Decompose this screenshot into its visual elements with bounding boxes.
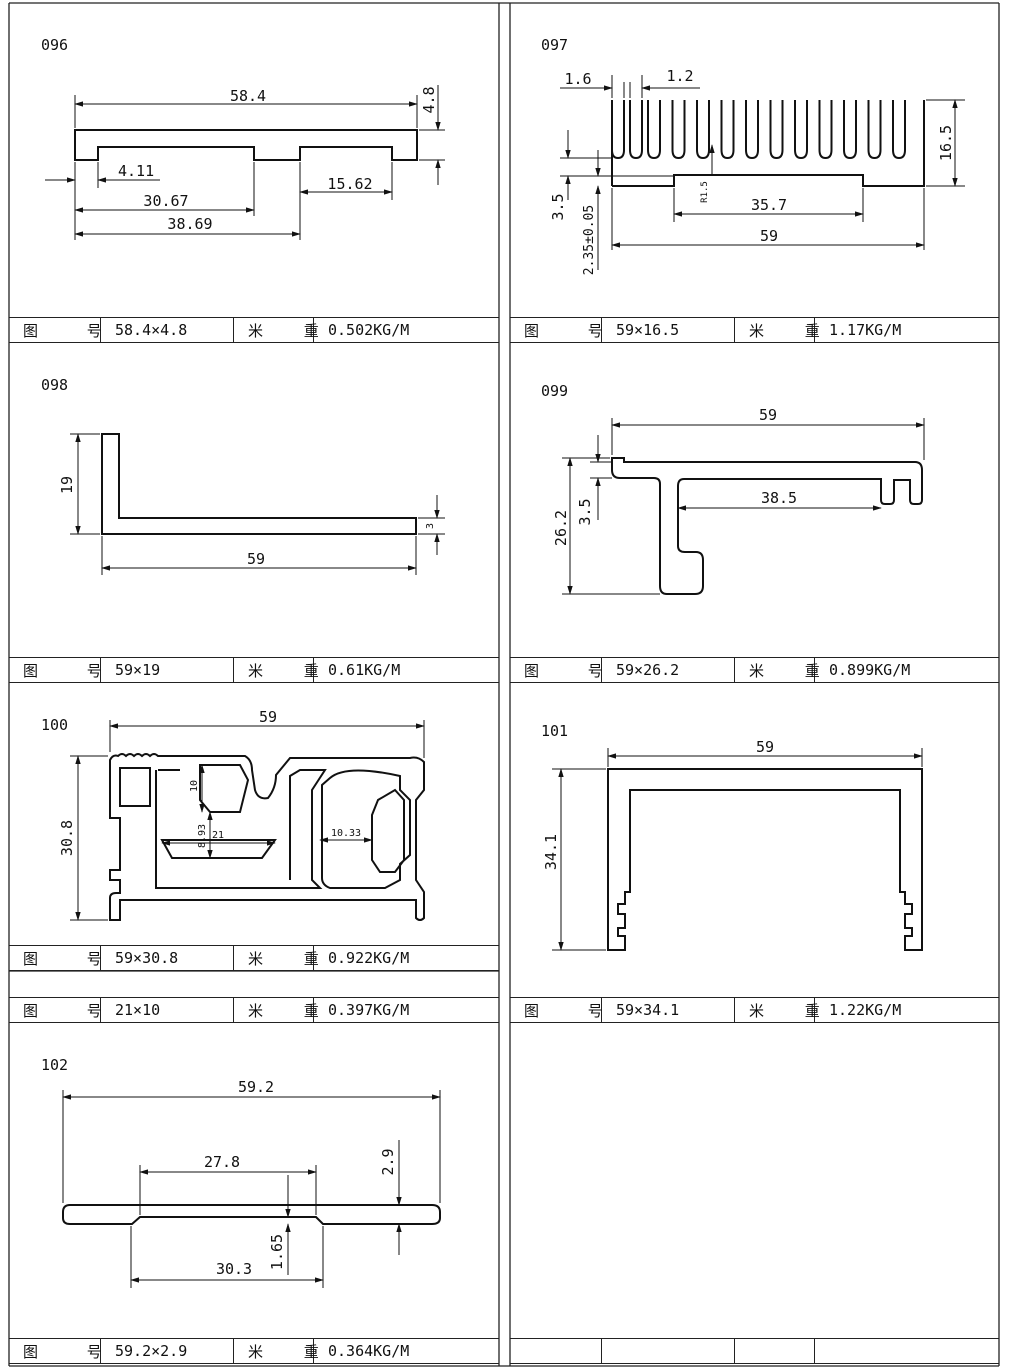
label-drawing-no: 图 号 (510, 998, 603, 1022)
size-value: 59×34.1 (602, 998, 735, 1022)
dim-100-h893: 8.93 (197, 824, 208, 848)
label-weight: 米 重 (735, 998, 820, 1022)
size-value: 58.4×4.8 (101, 318, 234, 342)
dim-096-width: 58.4 (230, 87, 266, 105)
empty-cell (602, 1339, 735, 1363)
dim-097-base: 3.5 (549, 193, 567, 220)
info-table-099: 图 号 59×26.2 米 重 0.899KG/M (510, 657, 999, 683)
dim-096-height: 4.8 (420, 86, 438, 113)
info-table-101: 图 号 59×34.1 米 重 1.22KG/M (510, 997, 999, 1023)
dim-097-radius: R1.5 (700, 181, 710, 203)
label-weight: 米 重 (234, 998, 319, 1022)
label-drawing-no: 图 号 (510, 658, 603, 682)
weight-value: 0.364KG/M (328, 1342, 410, 1360)
dim-096-c: 30.67 (143, 192, 188, 210)
dim-097-tol: 2.35±0.05 (582, 205, 597, 275)
label-drawing-no: 图 号 (510, 318, 603, 342)
label-weight: 米 重 (234, 658, 319, 682)
weight-value: 0.922KG/M (328, 949, 410, 967)
info-table-100: 图 号 59×30.8 米 重 0.922KG/M (9, 945, 499, 971)
dim-102-center: 27.8 (204, 1153, 240, 1171)
profile-100-drawing: 59 30.8 10 8.93 21 10.33 (58, 708, 425, 921)
label-weight: 米 重 (735, 658, 820, 682)
profile-number: 102 (41, 1056, 69, 1074)
size-value: 59.2×2.9 (101, 1339, 234, 1363)
dim-100-w1033: 10.33 (331, 828, 361, 839)
weight-value: 1.22KG/M (829, 1001, 902, 1019)
label-weight: 米 重 (735, 318, 820, 342)
profile-101-drawing: 59 34.1 (542, 738, 923, 951)
dim-102-bottom: 30.3 (216, 1260, 252, 1278)
dim-099-flange: 3.5 (576, 498, 594, 525)
profile-number: 100 (41, 716, 69, 734)
label-drawing-no: 图 号 (9, 658, 102, 682)
weight-value: 1.17KG/M (829, 321, 902, 339)
dim-099-height: 26.2 (552, 510, 570, 546)
dim-097-gap: 1.2 (666, 67, 693, 85)
empty-cell (735, 1339, 815, 1363)
dim-102-height: 2.9 (379, 1148, 397, 1175)
dim-101-width: 59 (756, 738, 774, 756)
dim-097-fin-thick: 1.6 (564, 70, 591, 88)
dim-101-height: 34.1 (542, 834, 560, 870)
empty-cell (510, 1339, 602, 1363)
info-table-empty (510, 1338, 999, 1364)
label-weight: 米 重 (234, 946, 319, 970)
profile-number: 098 (41, 376, 69, 394)
dim-097-height: 16.5 (937, 125, 955, 161)
weight-value: 0.397KG/M (328, 1001, 410, 1019)
dim-097-width: 59 (760, 227, 778, 245)
weight-value: 0.502KG/M (328, 321, 410, 339)
profile-number: 099 (541, 382, 569, 400)
dim-096-d: 38.69 (167, 215, 212, 233)
info-table-102: 图 号 59.2×2.9 米 重 0.364KG/M (9, 1338, 499, 1364)
dim-100-height: 30.8 (58, 820, 76, 856)
size-value: 59×26.2 (602, 658, 735, 682)
label-drawing-no: 图 号 (9, 946, 102, 970)
info-table-098: 图 号 59×19 米 重 0.61KG/M (9, 657, 499, 683)
label-weight: 米 重 (234, 1339, 319, 1363)
dim-102-width: 59.2 (238, 1078, 274, 1096)
weight-value: 0.61KG/M (328, 661, 401, 679)
dim-097-center: 35.7 (751, 196, 787, 214)
label-drawing-no: 图 号 (9, 318, 102, 342)
size-value: 59×30.8 (101, 946, 234, 970)
heatsink-fins (647, 100, 906, 160)
dim-098-height: 19 (58, 476, 76, 494)
profile-number: 097 (541, 36, 569, 54)
label-drawing-no: 图 号 (9, 998, 102, 1022)
dim-096-a: 4.11 (118, 162, 154, 180)
dim-099-width: 59 (759, 406, 777, 424)
dim-096-b: 15.62 (327, 175, 372, 193)
info-table-096: 图 号 58.4×4.8 米 重 0.502KG/M (9, 317, 499, 343)
label-weight: 米 重 (234, 318, 319, 342)
empty-cell (815, 1339, 999, 1363)
profile-099-drawing: 59 26.2 3.5 38.5 (552, 406, 925, 595)
dim-100-w21: 21 (212, 830, 224, 841)
profile-097-drawing: 1.6 1.2 16.5 3.5 2.35±0.05 R1.5 35.7 59 (549, 67, 965, 275)
size-value: 59×16.5 (602, 318, 735, 342)
profile-number: 101 (541, 722, 569, 740)
dim-098-thick: 3 (425, 523, 436, 529)
size-value: 21×10 (101, 998, 234, 1022)
profile-number: 096 (41, 36, 69, 54)
profile-096-drawing: 58.4 4.8 4.11 15.62 30.67 38.69 (45, 85, 445, 240)
info-table-097: 图 号 59×16.5 米 重 1.17KG/M (510, 317, 999, 343)
dim-102-recess: 1.65 (268, 1234, 286, 1270)
dim-100-h10: 10 (189, 780, 200, 792)
weight-value: 0.899KG/M (829, 661, 911, 679)
dim-100-width: 59 (259, 708, 277, 726)
profile-098-drawing: 19 59 3 (58, 433, 445, 575)
profile-102-drawing: 59.2 27.8 2.9 1.65 30.3 (62, 1078, 441, 1288)
label-drawing-no: 图 号 (9, 1339, 102, 1363)
dim-098-width: 59 (247, 550, 265, 568)
dim-099-inner: 38.5 (761, 489, 797, 507)
size-value: 59×19 (101, 658, 234, 682)
info-table-100-insert: 图 号 21×10 米 重 0.397KG/M (9, 997, 499, 1023)
